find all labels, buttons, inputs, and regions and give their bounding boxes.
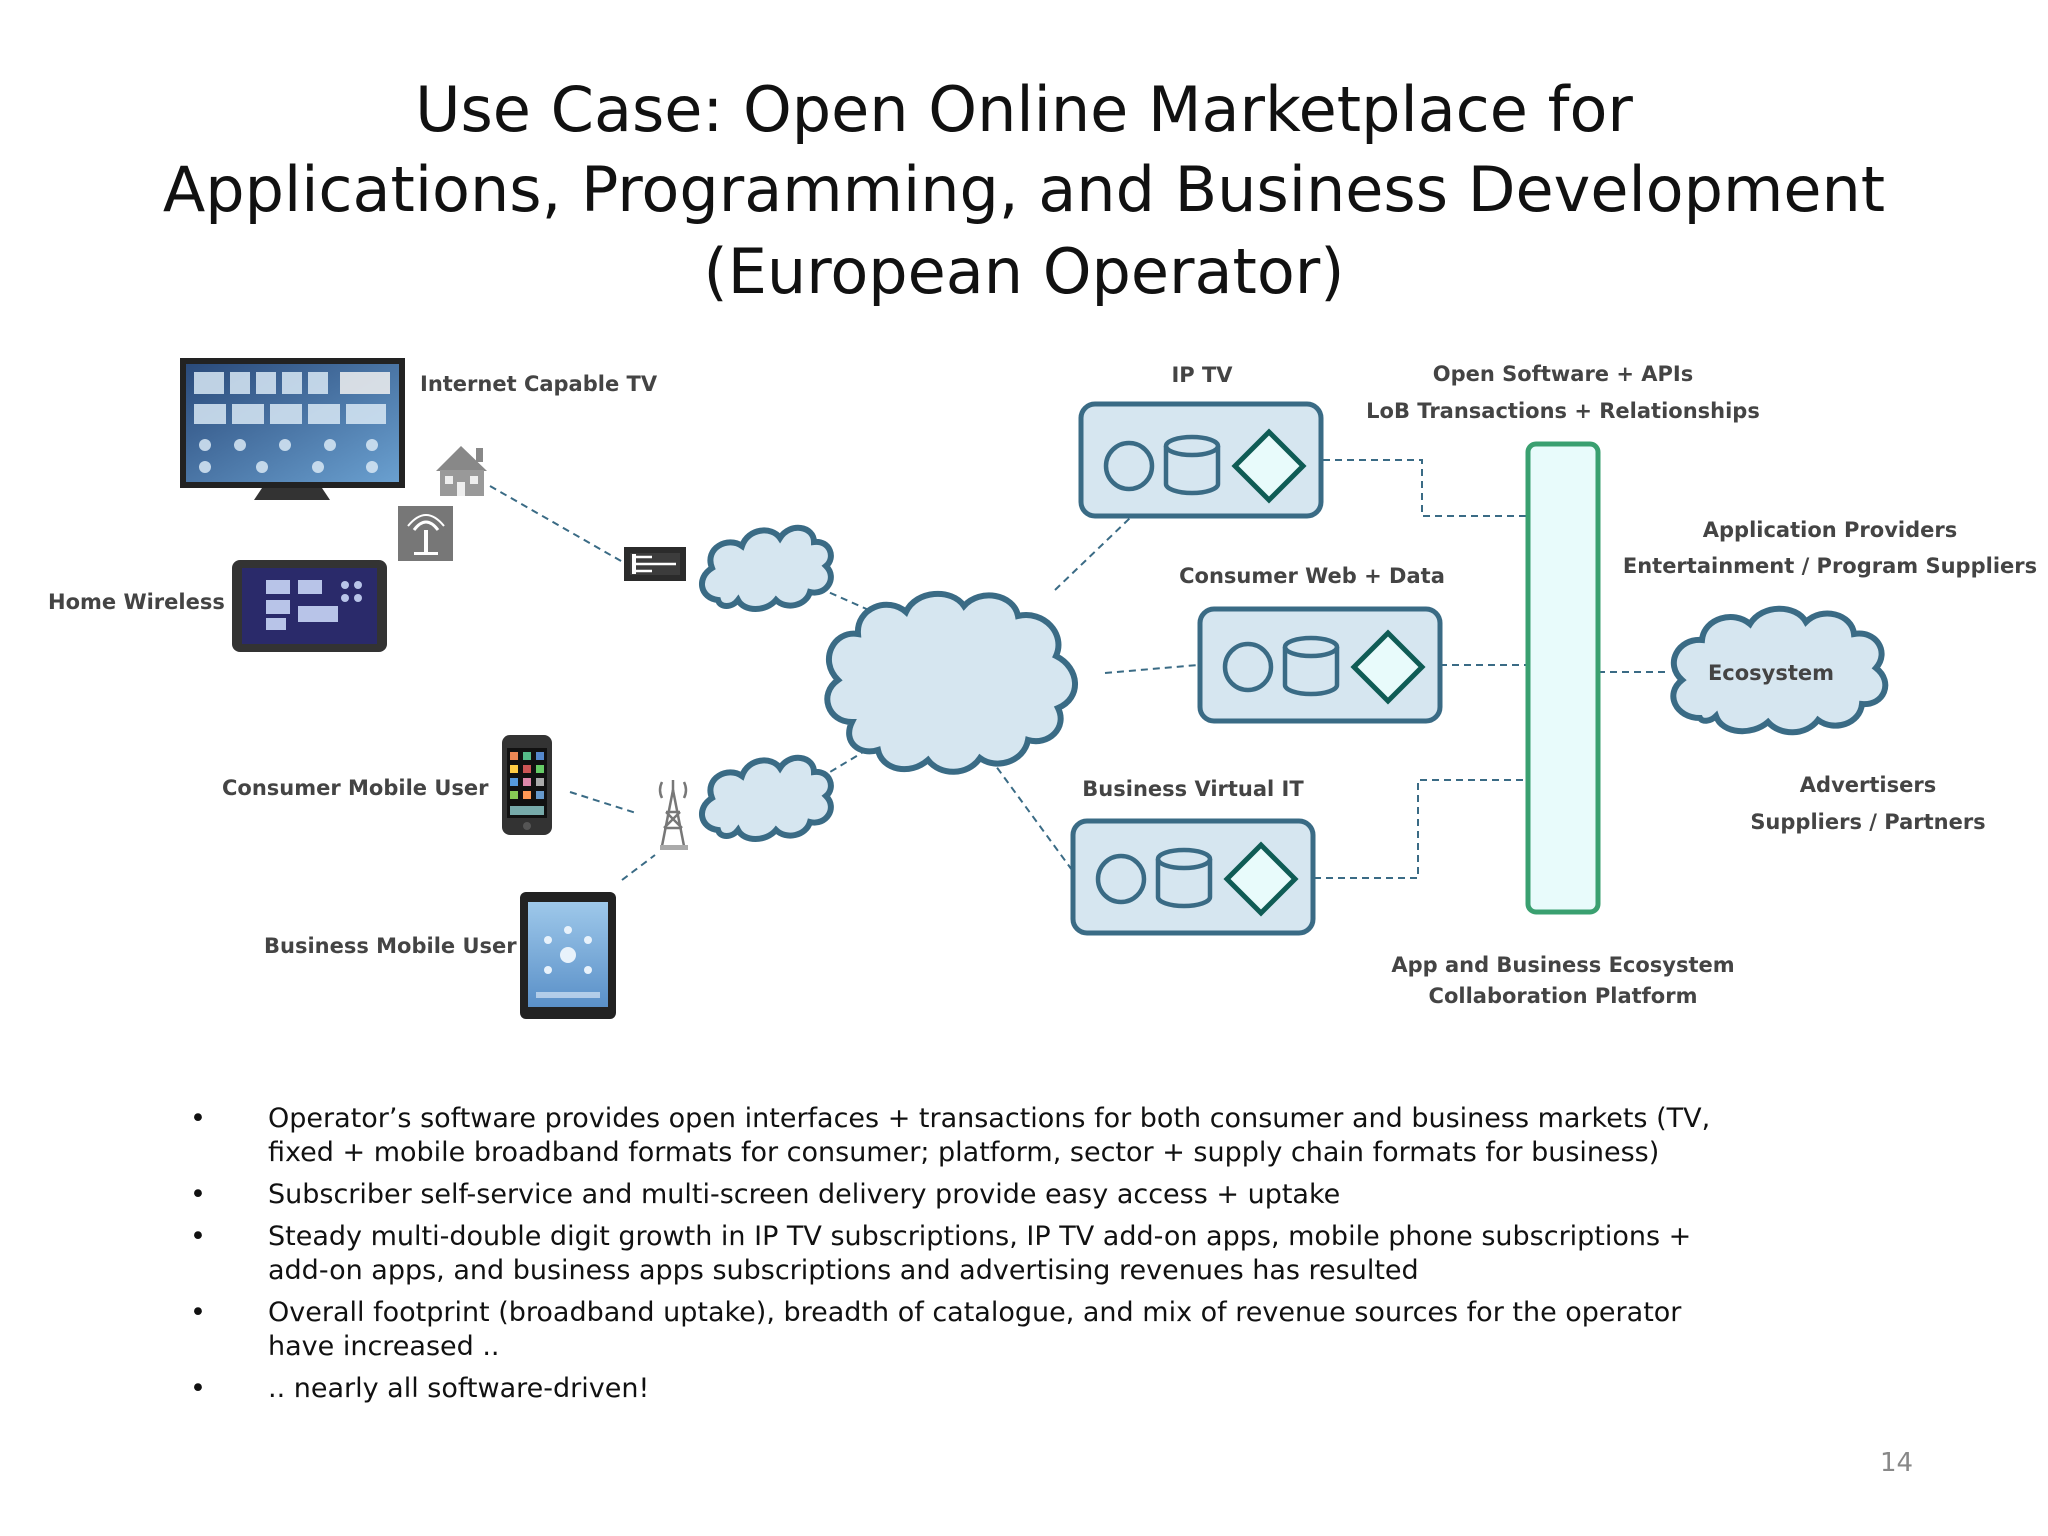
router-icon — [624, 547, 686, 581]
cell-tower-icon — [658, 780, 688, 850]
bullet-text: Operator’s software provides open interf… — [268, 1103, 1711, 1168]
label-open-software: Open Software + APIs — [1433, 362, 1693, 386]
label-app-providers: Application Providers — [1703, 518, 1957, 542]
label-consumer-mobile: Consumer Mobile User — [222, 776, 489, 800]
cloud-icon — [1670, 605, 1889, 736]
connector-core-web — [1104, 664, 1199, 674]
tablet-icon — [232, 560, 387, 652]
label-ecosystem: Ecosystem — [1708, 661, 1834, 685]
bullet-text: .. nearly all software-driven! — [268, 1373, 650, 1404]
label-lob-transactions: LoB Transactions + Relationships — [1366, 399, 1760, 423]
connector-business-platform — [1314, 779, 1528, 879]
bullet-item: • Subscriber self-service and multi-scree… — [190, 1178, 1750, 1212]
bullet-marker: • — [190, 1297, 206, 1328]
service-node-business-virtual — [1070, 818, 1316, 936]
label-internet-tv: Internet Capable TV — [420, 372, 658, 396]
bullet-marker: • — [190, 1179, 206, 1210]
slide-title-line3: (European Operator) — [703, 235, 1345, 308]
slide-title-line2: Applications, Programming, and Business … — [162, 153, 1886, 226]
connector-house-router — [489, 485, 629, 566]
bullet-marker: • — [190, 1103, 206, 1134]
antenna-icon — [398, 506, 453, 561]
bullet-marker: • — [190, 1221, 206, 1252]
bullet-text: Subscriber self-service and multi-screen… — [268, 1179, 1341, 1210]
connector-core-business — [989, 757, 1073, 871]
bullet-item: • Operator’s software provides open inter… — [190, 1102, 1750, 1170]
label-business-mobile: Business Mobile User — [264, 934, 517, 958]
label-consumer-web: Consumer Web + Data — [1179, 564, 1445, 588]
bullet-item: • Overall footprint (broadband uptake), b… — [190, 1296, 1750, 1364]
label-platform-line1: App and Business Ecosystem — [1391, 953, 1734, 977]
label-entertainment: Entertainment / Program Suppliers — [1623, 554, 2037, 578]
bullet-marker: • — [190, 1373, 206, 1404]
connector-phone-tower — [569, 791, 637, 814]
collaboration-platform-bar — [1525, 441, 1601, 915]
page-number: 14 — [1880, 1448, 1914, 1478]
connector-core-iptv — [1054, 517, 1131, 591]
label-platform-line2: Collaboration Platform — [1429, 984, 1698, 1008]
label-home-wireless: Home Wireless — [48, 590, 225, 614]
label-ip-tv: IP TV — [1171, 363, 1233, 387]
tv-icon — [180, 358, 405, 500]
bullet-list: • Operator’s software provides open inter… — [190, 1102, 1750, 1414]
cloud-icon — [824, 591, 1078, 775]
house-icon — [436, 446, 487, 496]
label-business-virtual: Business Virtual IT — [1082, 777, 1304, 801]
bullet-text: Overall footprint (broadband uptake), br… — [268, 1297, 1682, 1362]
slide-title-line1: Use Case: Open Online Marketplace for — [415, 73, 1633, 146]
smartphone-icon — [502, 735, 552, 835]
cloud-icon — [699, 755, 834, 842]
service-node-consumer-web — [1197, 606, 1443, 724]
service-node-iptv — [1078, 401, 1324, 519]
connector-ipad-tower — [621, 854, 656, 881]
connector-iptv-platform — [1323, 459, 1528, 517]
cloud-icon — [699, 525, 834, 612]
bullet-item: • .. nearly all software-driven! — [190, 1372, 1750, 1406]
label-suppliers: Suppliers / Partners — [1750, 810, 1985, 834]
bullet-text: Steady multi-double digit growth in IP T… — [268, 1221, 1692, 1286]
label-advertisers: Advertisers — [1800, 773, 1936, 797]
network-diagram: Internet Capable TV — [48, 358, 2037, 1019]
ipad-icon — [520, 892, 616, 1019]
bullet-item: • Steady multi-double digit growth in IP … — [190, 1220, 1750, 1288]
